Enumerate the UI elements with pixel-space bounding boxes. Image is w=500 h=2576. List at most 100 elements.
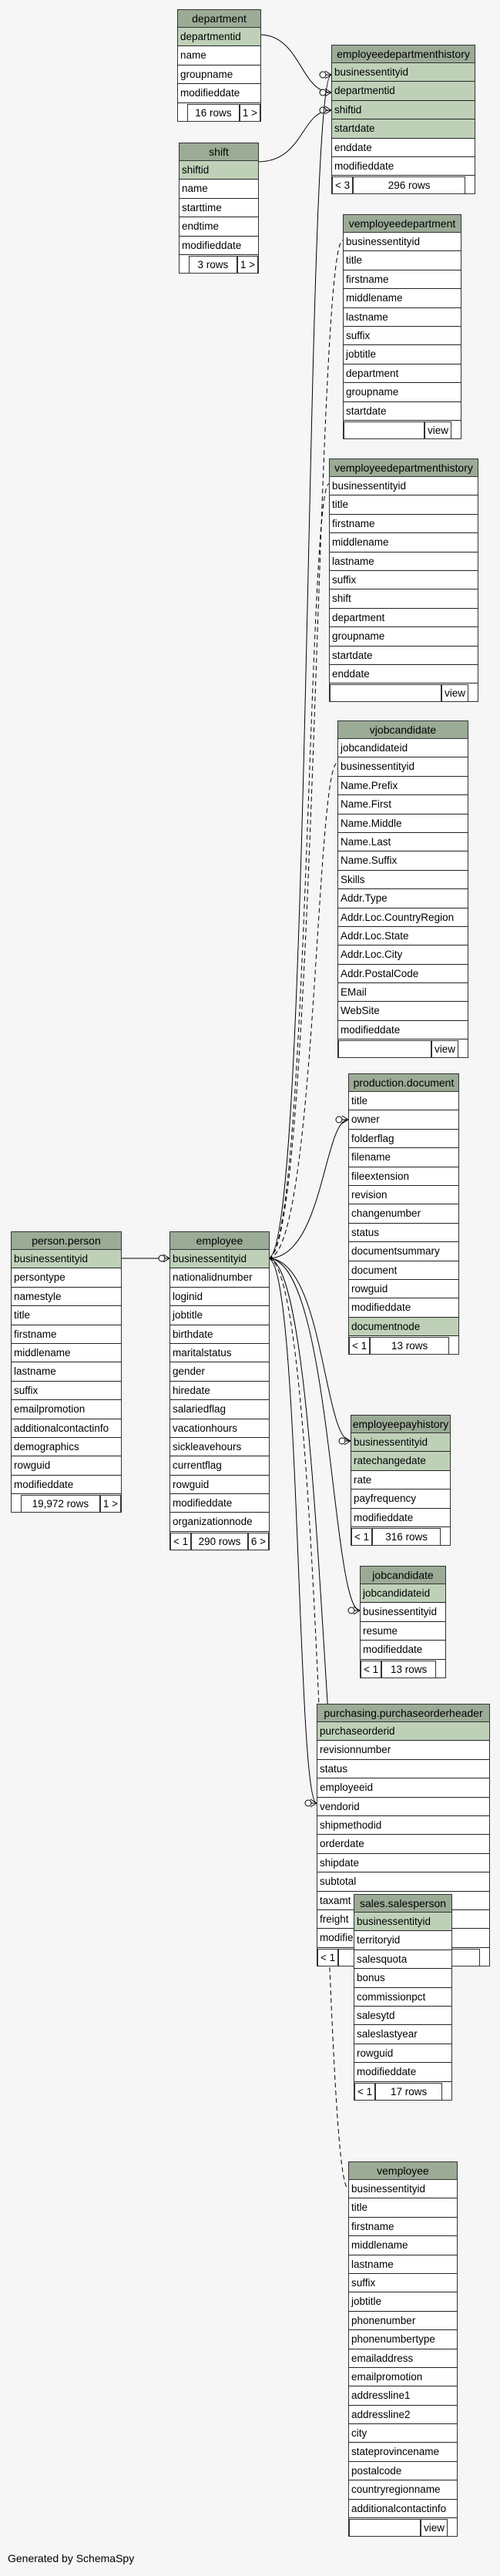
column-row[interactable]: businessentityid: [338, 757, 468, 777]
column-row[interactable]: lastname: [344, 308, 461, 327]
column-row[interactable]: saleslastyear: [354, 2025, 451, 2044]
column-row[interactable]: rowguid: [12, 1456, 121, 1476]
table-title[interactable]: purchasing.purchaseorderheader: [317, 1704, 489, 1722]
column-row[interactable]: Addr.PostalCode: [338, 965, 468, 984]
table-title[interactable]: sales.salesperson: [354, 1895, 451, 1913]
column-row[interactable]: middlename: [12, 1344, 121, 1363]
column-row[interactable]: shiftid: [180, 161, 258, 180]
column-row[interactable]: Name.Last: [338, 833, 468, 852]
column-row[interactable]: EMail: [338, 983, 468, 1003]
column-row[interactable]: enddate: [332, 139, 475, 157]
column-row[interactable]: lastname: [349, 2255, 457, 2274]
table-title[interactable]: vemployeedepartment: [344, 215, 461, 233]
page-next-link[interactable]: 6 >: [247, 1532, 269, 1550]
column-row[interactable]: businessentityid: [344, 233, 461, 252]
column-row[interactable]: shiftid: [332, 100, 475, 120]
column-row[interactable]: firstname: [330, 515, 478, 534]
column-row[interactable]: documentsummary: [349, 1242, 458, 1261]
column-row[interactable]: filename: [349, 1148, 458, 1167]
column-row[interactable]: demographics: [12, 1438, 121, 1457]
column-row[interactable]: Skills: [338, 871, 468, 890]
column-row[interactable]: modifieddate: [361, 1641, 445, 1660]
page-prev-link[interactable]: < 1: [170, 1532, 192, 1550]
page-next-link[interactable]: 1 >: [239, 103, 260, 122]
page-prev-link[interactable]: < 1: [361, 1660, 382, 1678]
column-row[interactable]: middlename: [349, 2236, 457, 2255]
page-prev-link[interactable]: < 1: [351, 1527, 373, 1546]
column-row[interactable]: salesquota: [354, 1950, 451, 1970]
column-row[interactable]: groupname: [178, 65, 260, 85]
column-row[interactable]: firstname: [344, 270, 461, 290]
column-row[interactable]: additionalcontactinfo: [12, 1419, 121, 1438]
column-row[interactable]: Addr.Loc.City: [338, 945, 468, 965]
view-link[interactable]: view: [420, 2519, 448, 2537]
column-row[interactable]: fileextension: [349, 1167, 458, 1186]
column-row[interactable]: middlename: [330, 533, 478, 552]
column-row[interactable]: businessentityid: [12, 1250, 121, 1269]
column-row[interactable]: Addr.Type: [338, 889, 468, 908]
column-row[interactable]: rowguid: [349, 1280, 458, 1299]
column-row[interactable]: birthdate: [170, 1325, 269, 1344]
column-row[interactable]: phonenumbertype: [349, 2330, 457, 2349]
page-prev-link[interactable]: < 1: [317, 1948, 339, 1966]
page-prev-link[interactable]: < 1: [354, 2082, 376, 2101]
column-row[interactable]: payfrequency: [351, 1490, 450, 1509]
column-row[interactable]: namestyle: [12, 1288, 121, 1307]
column-row[interactable]: suffix: [330, 571, 478, 590]
column-row[interactable]: middlename: [344, 289, 461, 308]
column-row[interactable]: shipdate: [317, 1854, 489, 1873]
column-row[interactable]: businessentityid: [330, 477, 478, 496]
table-title[interactable]: vjobcandidate: [338, 721, 468, 739]
column-row[interactable]: folderflag: [349, 1130, 458, 1149]
column-row[interactable]: Name.Middle: [338, 814, 468, 833]
column-row[interactable]: document: [349, 1261, 458, 1280]
page-prev-link[interactable]: < 3: [332, 176, 354, 195]
table-title[interactable]: vemployeedepartmenthistory: [330, 459, 478, 477]
column-row[interactable]: businessentityid: [349, 2180, 457, 2199]
column-row[interactable]: jobtitle: [349, 2292, 457, 2312]
column-row[interactable]: territoryid: [354, 1931, 451, 1950]
column-row[interactable]: rate: [351, 1471, 450, 1490]
table-title[interactable]: person.person: [12, 1232, 121, 1250]
column-row[interactable]: modifieddate: [180, 237, 258, 255]
column-row[interactable]: nationalidnumber: [170, 1268, 269, 1288]
column-row[interactable]: name: [178, 46, 260, 65]
column-row[interactable]: startdate: [344, 402, 461, 421]
column-row[interactable]: departmentid: [178, 28, 260, 47]
column-row[interactable]: lastname: [330, 552, 478, 571]
column-row[interactable]: lastname: [12, 1362, 121, 1382]
column-row[interactable]: subtotal: [317, 1872, 489, 1892]
column-row[interactable]: documentnode: [349, 1317, 458, 1337]
column-row[interactable]: rowguid: [170, 1476, 269, 1495]
view-link[interactable]: view: [431, 1040, 458, 1059]
column-row[interactable]: title: [330, 495, 478, 515]
column-row[interactable]: modifieddate: [354, 2063, 451, 2082]
column-row[interactable]: bonus: [354, 1969, 451, 1988]
column-row[interactable]: businessentityid: [332, 63, 475, 82]
column-row[interactable]: rowguid: [354, 2044, 451, 2064]
column-row[interactable]: persontype: [12, 1268, 121, 1288]
column-row[interactable]: employeeid: [317, 1778, 489, 1798]
column-row[interactable]: additionalcontactinfo: [349, 2500, 457, 2519]
column-row[interactable]: jobtitle: [170, 1306, 269, 1325]
table-title[interactable]: production.document: [349, 1074, 458, 1092]
page-next-link[interactable]: 1 >: [237, 255, 258, 274]
column-row[interactable]: businessentityid: [351, 1433, 450, 1453]
column-row[interactable]: department: [344, 364, 461, 384]
table-title[interactable]: vemployee: [349, 2162, 457, 2180]
column-row[interactable]: WebSite: [338, 1002, 468, 1021]
column-row[interactable]: departmentid: [332, 82, 475, 101]
column-row[interactable]: shipmethodid: [317, 1816, 489, 1835]
column-row[interactable]: Addr.Loc.CountryRegion: [338, 908, 468, 927]
column-row[interactable]: endtime: [180, 217, 258, 237]
column-row[interactable]: vacationhours: [170, 1419, 269, 1438]
column-row[interactable]: gender: [170, 1362, 269, 1382]
